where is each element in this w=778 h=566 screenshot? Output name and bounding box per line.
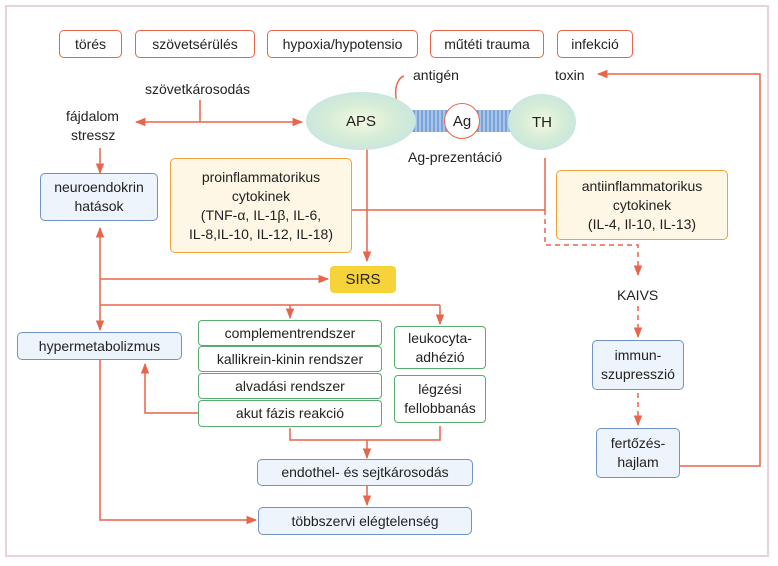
th-label: TH xyxy=(532,113,552,131)
box-endothel: endothel- és sejtkárosodás xyxy=(257,459,473,486)
arrow-hyper-tobbszervi xyxy=(99,360,258,525)
label-fajdalom: fájdalom xyxy=(66,108,119,124)
box-antiinflammatorikus: antiinflammatorikus cytokinek (IL-4, Il-… xyxy=(556,170,728,240)
pro-line-2: cytokinek xyxy=(231,187,291,204)
anti-line-1: antiinflammatorikus xyxy=(581,177,703,194)
immun-line-2: szupresszió xyxy=(601,366,675,382)
aps-cell: APS xyxy=(306,92,416,150)
cause-tores: törés xyxy=(59,30,122,58)
label-toxin: toxin xyxy=(555,67,585,83)
box-alvadasi: alvadási rendszer xyxy=(198,373,382,399)
leukocyta-line-2: adhézió xyxy=(415,348,465,365)
anti-line-3: (IL-4, Il-10, IL-13) xyxy=(587,215,697,232)
diagram-frame xyxy=(5,5,769,557)
box-neuroendokrin: neuroendokrin hatások xyxy=(40,173,158,221)
box-complementrendszer: complementrendszer xyxy=(198,320,382,346)
dashed-to-kaivs xyxy=(544,210,643,277)
label-antigen: antigén xyxy=(413,67,459,83)
leukocyta-line-1: leukocyta- xyxy=(408,329,472,346)
box-sirs: SIRS xyxy=(330,266,396,293)
box-akut-fazis: akut fázis reakció xyxy=(198,400,382,427)
legzesi-line-1: légzési xyxy=(418,381,462,397)
arrow-to-toxin xyxy=(596,69,761,467)
box-legzesi: légzési fellobbanás xyxy=(394,375,486,423)
cause-hypoxia: hypoxia/hypotensio xyxy=(267,30,418,58)
legzesi-line-2: fellobbanás xyxy=(404,400,476,416)
pro-line-4: IL-8,IL-10, IL-12, IL-18) xyxy=(189,225,333,242)
box-leukocyta: leukocyta- adhézió xyxy=(394,326,486,369)
aps-label: APS xyxy=(345,112,376,130)
label-ag-prezentacio: Ag-prezentáció xyxy=(408,149,503,165)
anti-line-2: cytokinek xyxy=(612,196,672,213)
immun-line-1: immun- xyxy=(614,347,662,363)
label-szovetkarosodas: szövetkárosodás xyxy=(145,81,251,97)
box-fertozeshajlam: fertőzés- hajlam xyxy=(596,428,680,478)
neuroendokrin-line-1: neuroendokrin xyxy=(54,179,144,195)
cause-szovetserules: szövetsérülés xyxy=(135,30,255,58)
box-kallikrein-kinin: kallikrein-kinin rendszer xyxy=(198,346,382,372)
fertozes-line-2: hajlam xyxy=(617,454,659,470)
cause-infekcio: infekció xyxy=(557,30,633,58)
fertozes-line-1: fertőzés- xyxy=(610,435,666,451)
th-cell: TH xyxy=(508,94,576,150)
box-tobbszervi: többszervi elégtelenség xyxy=(258,507,472,535)
box-proinflammatorikus: proinflammatorikus cytokinek (TNF-α, IL-… xyxy=(170,158,352,253)
pro-line-3: (TNF-α, IL-1β, IL-6, xyxy=(200,206,322,223)
box-hypermetabolizmus: hypermetabolizmus xyxy=(17,332,182,360)
pro-line-1: proinflammatorikus xyxy=(201,168,321,185)
neuroendokrin-line-2: hatások xyxy=(74,198,124,214)
box-immunszupresszio: immun- szupresszió xyxy=(592,340,684,390)
ag-label: Ag xyxy=(452,112,472,130)
label-stressz: stressz xyxy=(71,127,116,143)
merge-to-endothel xyxy=(289,426,441,441)
cause-muteti-trauma: műtéti trauma xyxy=(430,30,544,58)
ag-circle: Ag xyxy=(444,103,480,139)
label-kaivs: KAIVS xyxy=(617,287,659,303)
arrow-acute-hyper xyxy=(140,362,200,414)
